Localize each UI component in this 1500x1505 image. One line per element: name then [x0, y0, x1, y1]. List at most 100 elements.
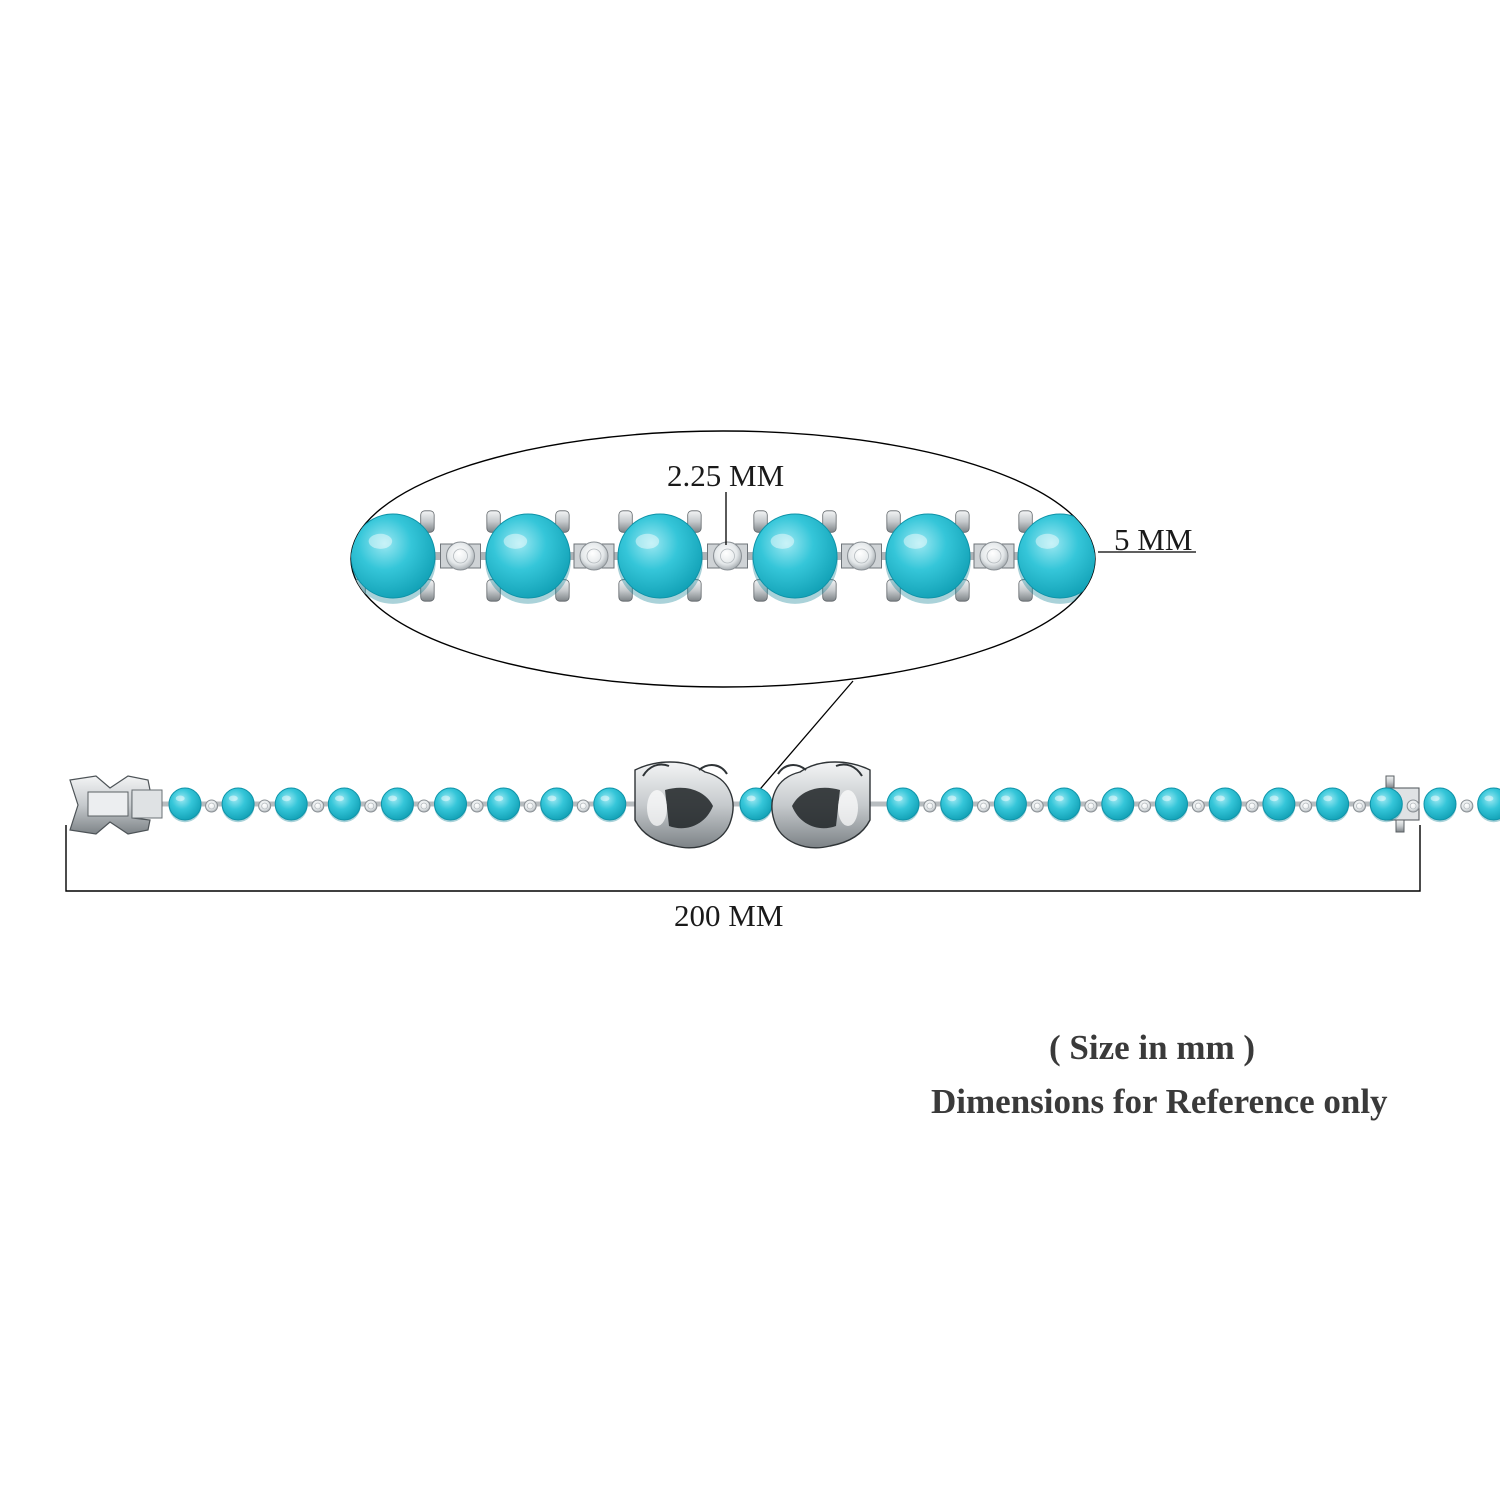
gem-facet — [720, 548, 735, 564]
zoom-callout — [350, 430, 1196, 796]
white-gem — [1460, 799, 1474, 813]
gem-facet — [208, 802, 215, 810]
gem-facet — [420, 802, 428, 810]
stone-body — [885, 513, 971, 599]
turquoise-stone — [1369, 787, 1403, 823]
white-gem — [205, 799, 219, 813]
link-size-label: 2.25 MM — [667, 458, 785, 493]
stone-highlight — [903, 533, 928, 549]
white-gem — [847, 541, 876, 571]
gem-body — [979, 541, 1009, 571]
stone-body — [739, 787, 773, 821]
white-gem — [446, 541, 475, 571]
turquoise-stone — [885, 510, 971, 604]
gem-facet — [1463, 802, 1471, 810]
gem-body — [1299, 799, 1313, 813]
gem-facet — [261, 802, 269, 810]
stone-highlight — [1269, 795, 1279, 802]
turquoise-stone — [1101, 787, 1135, 823]
gem-facet — [1087, 802, 1095, 810]
gem-body — [446, 541, 475, 571]
gem-facet — [1194, 802, 1202, 810]
stone-body — [274, 787, 308, 821]
turquoise-stone — [1047, 787, 1081, 823]
stone-body — [1262, 787, 1296, 821]
gem-body — [364, 799, 378, 813]
prong — [1087, 510, 1095, 533]
ornament-half — [634, 761, 734, 849]
turquoise-stone — [327, 787, 361, 823]
prong — [1087, 579, 1095, 602]
turquoise-stone — [940, 787, 974, 823]
gem-body — [205, 799, 219, 813]
stone-highlight — [1215, 795, 1225, 802]
stone-highlight — [494, 795, 504, 802]
stone-highlight — [1323, 795, 1333, 802]
gem-facet — [1356, 802, 1363, 810]
white-gem — [1030, 799, 1044, 813]
stone-body — [168, 787, 202, 821]
stone-body — [993, 787, 1027, 821]
length-label: 200 MM — [674, 898, 784, 933]
gem-body — [1245, 799, 1259, 813]
gem-facet — [986, 548, 1002, 564]
gem-body — [258, 799, 272, 813]
stone-body — [1047, 787, 1081, 821]
gem-body — [847, 541, 876, 571]
turquoise-stone — [380, 787, 414, 823]
stone-body — [940, 787, 974, 821]
stone-body — [434, 787, 467, 821]
gem-body — [523, 799, 537, 813]
gem-body — [1352, 799, 1366, 813]
stone-size-label: 5 MM — [1114, 522, 1193, 557]
stone-body — [886, 787, 920, 821]
turquoise-stone — [993, 787, 1027, 823]
stone-body — [485, 513, 571, 599]
white-gem — [364, 799, 378, 813]
turquoise-stone — [593, 787, 627, 823]
stone-highlight — [1377, 795, 1386, 802]
turquoise-stone — [1316, 787, 1350, 823]
turquoise-stone — [752, 510, 838, 604]
stone-body — [1423, 787, 1457, 821]
white-gem — [1352, 799, 1366, 813]
white-gem — [713, 541, 742, 571]
gem-body — [470, 799, 484, 813]
ornament-highlight — [647, 790, 667, 826]
stone-body — [593, 787, 627, 821]
clasp-post — [1395, 819, 1405, 833]
center-ornament — [634, 761, 871, 849]
gem-body — [1406, 799, 1420, 813]
white-gem — [1191, 799, 1205, 813]
stone-highlight — [1484, 795, 1494, 802]
turquoise-stone — [540, 787, 574, 823]
clasp-box — [131, 789, 163, 819]
turquoise-stone — [1423, 787, 1457, 823]
white-gem — [1138, 799, 1152, 813]
gem-body — [1460, 799, 1474, 813]
gem-body — [1138, 799, 1152, 813]
disclaimer-note: Dimensions for Reference only — [931, 1082, 1388, 1121]
white-gem — [523, 799, 537, 813]
turquoise-stone — [487, 787, 521, 823]
ornament-half — [771, 761, 871, 849]
stone-highlight — [281, 795, 291, 802]
gem-facet — [473, 802, 481, 810]
stone-body — [221, 787, 255, 821]
white-gem — [923, 799, 937, 813]
turquoise-stone — [886, 787, 920, 823]
white-gem — [417, 799, 431, 813]
ornament-curl — [835, 763, 863, 777]
gem-body — [576, 799, 590, 813]
stone-highlight — [770, 533, 795, 549]
stone-highlight — [547, 795, 557, 802]
stone-body — [617, 513, 703, 599]
turquoise-stone — [351, 510, 436, 604]
white-gem — [1084, 799, 1098, 813]
gem-facet — [453, 548, 468, 564]
turquoise-stone — [274, 787, 308, 823]
stone-highlight — [1054, 795, 1064, 802]
white-gem — [1245, 799, 1259, 813]
